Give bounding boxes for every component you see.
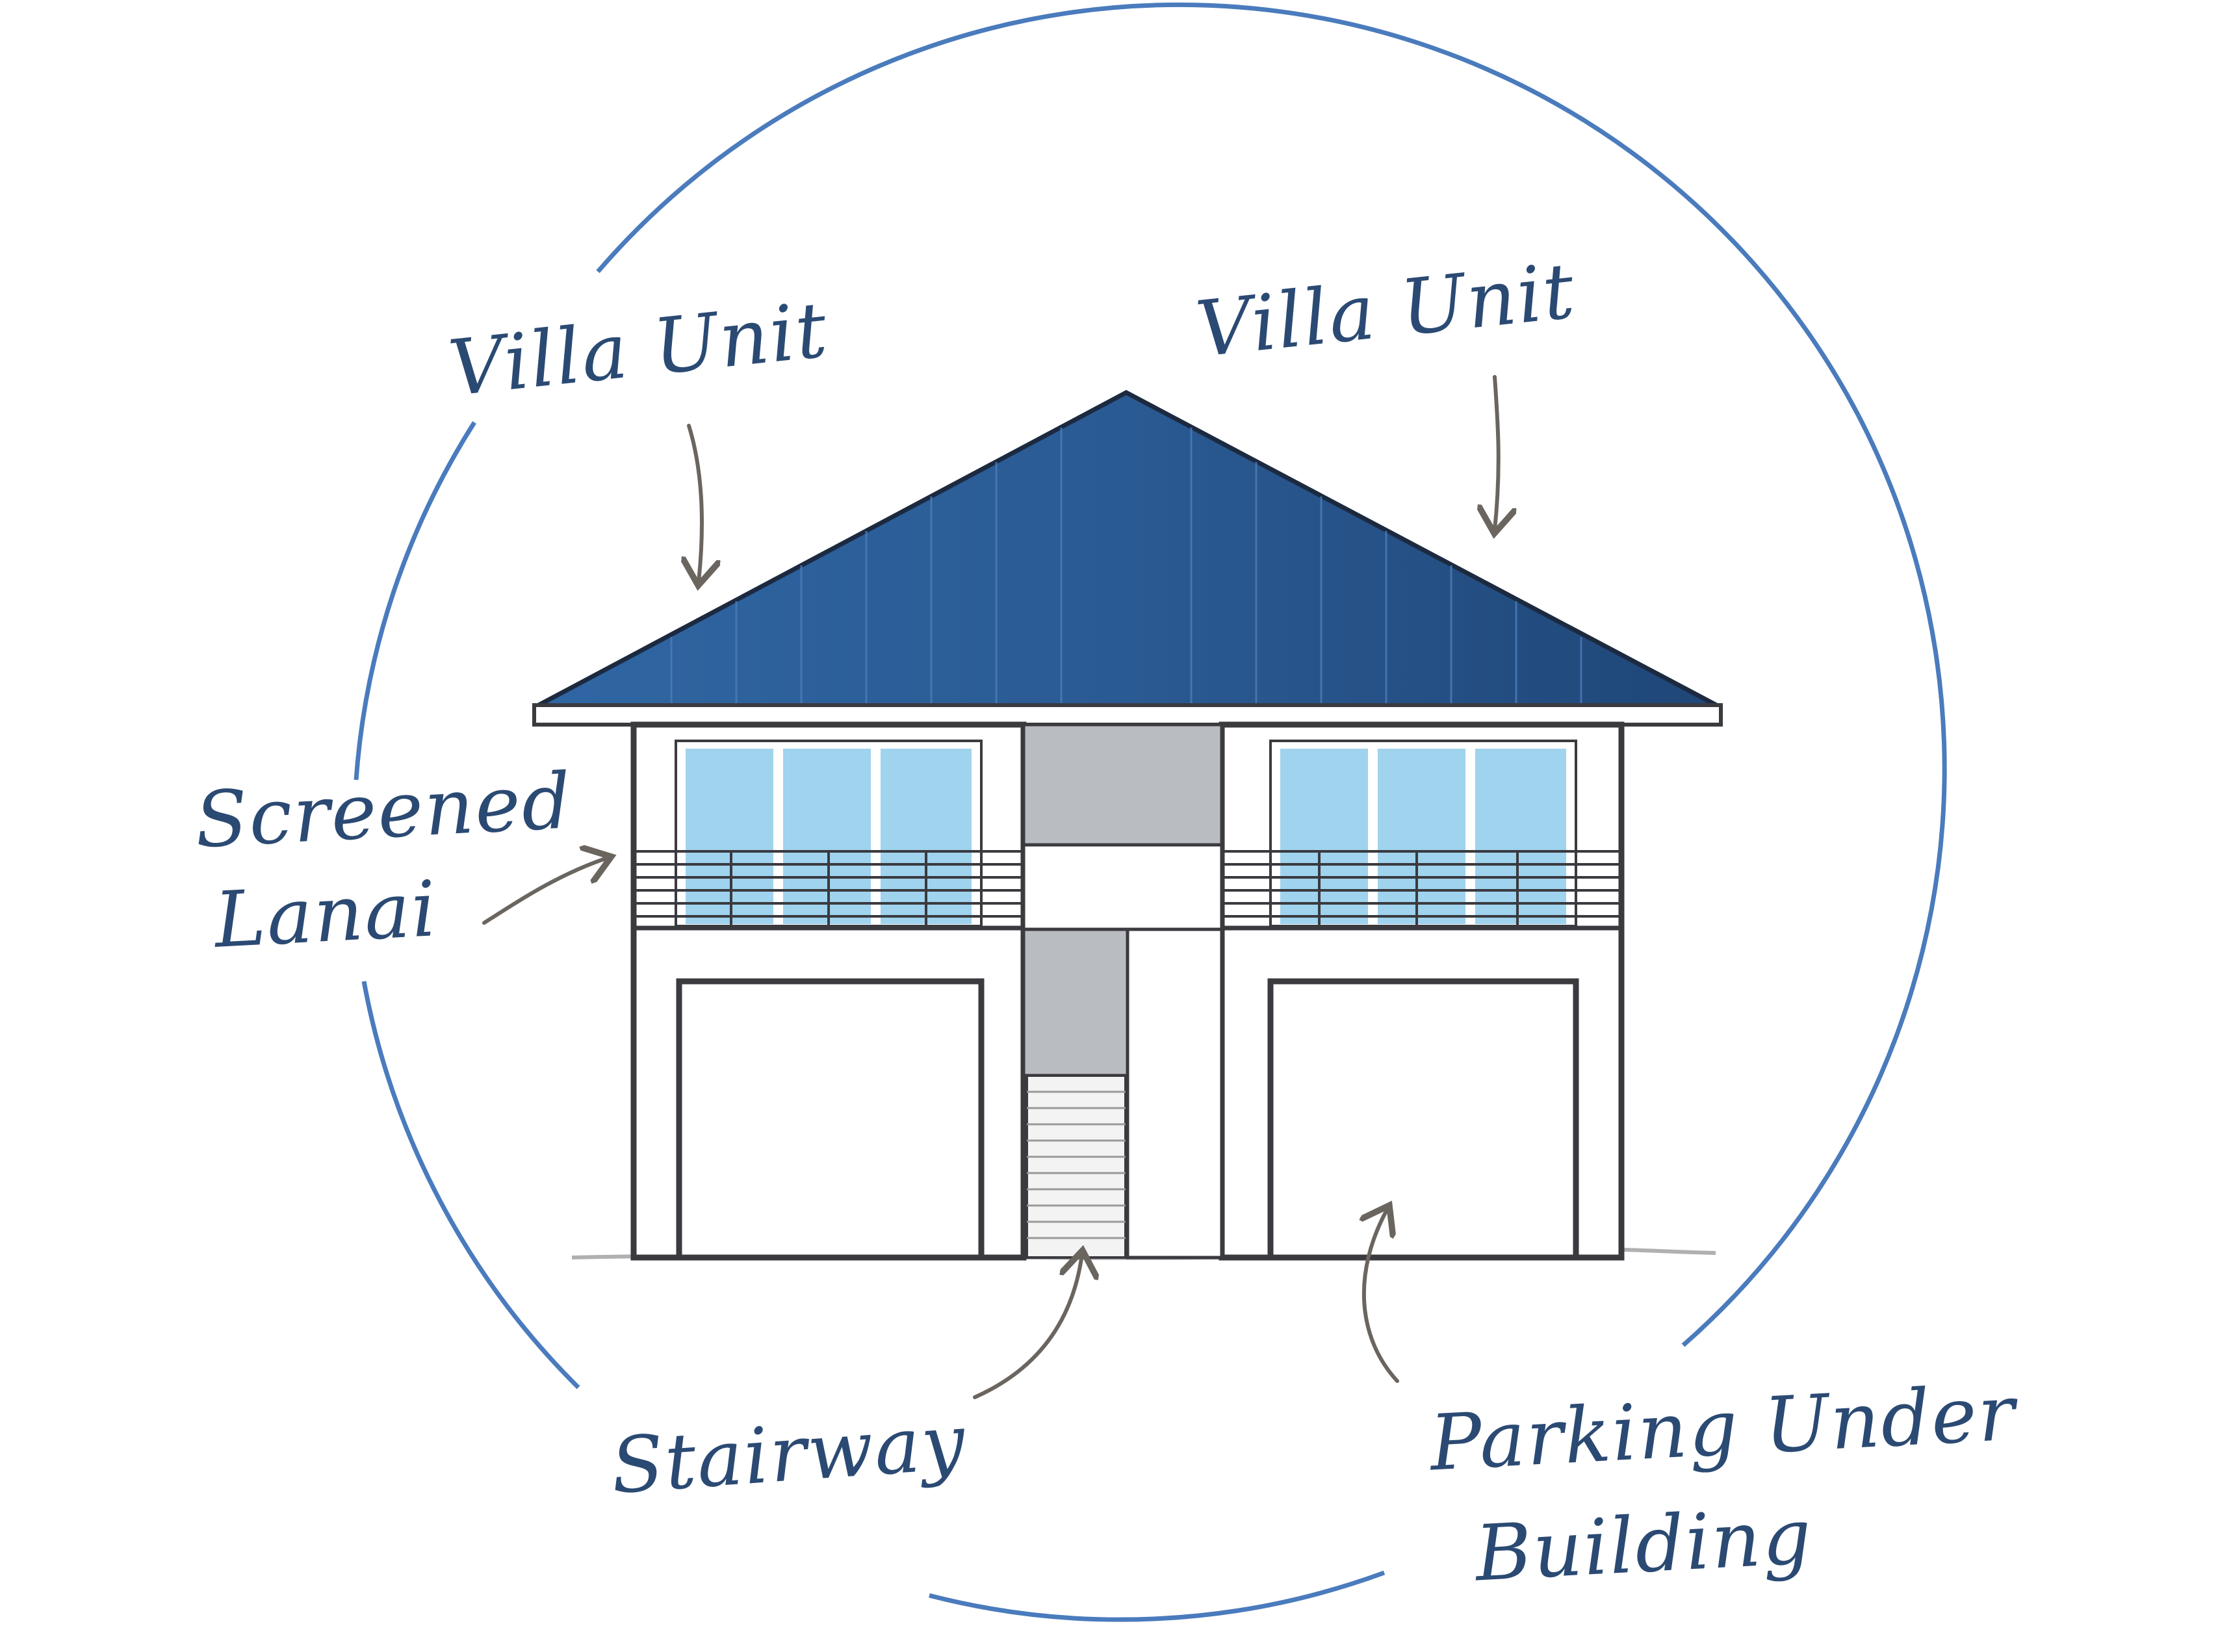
pointer-arrows bbox=[482, 375, 1499, 1399]
stair-core-right bbox=[1126, 927, 1224, 1259]
building bbox=[532, 390, 1723, 1261]
stair-core-upper bbox=[1022, 723, 1224, 847]
right-railing bbox=[1222, 850, 1621, 931]
left-windows bbox=[675, 740, 983, 927]
stair-treads bbox=[1025, 1074, 1127, 1259]
left-railing bbox=[636, 850, 1024, 931]
frame-circle bbox=[354, 2, 1947, 1622]
right-garage-door bbox=[1267, 978, 1579, 1261]
arrow-parking bbox=[1364, 1209, 1399, 1383]
arrow-stairway bbox=[973, 1254, 1082, 1399]
arrow-villa-left bbox=[689, 424, 702, 582]
label-parking-line2: Building bbox=[1473, 1491, 1815, 1599]
left-garage-door bbox=[676, 978, 985, 1261]
roof bbox=[535, 390, 1720, 709]
roof-seams bbox=[670, 428, 1582, 706]
stair-core-lower bbox=[1022, 927, 1129, 1078]
right-windows bbox=[1269, 740, 1577, 927]
arrow-villa-right bbox=[1495, 375, 1499, 530]
stair-core-band bbox=[1022, 843, 1224, 931]
label-screened-line2: Lanai bbox=[212, 864, 440, 965]
arrow-screened-lanai bbox=[482, 858, 608, 925]
